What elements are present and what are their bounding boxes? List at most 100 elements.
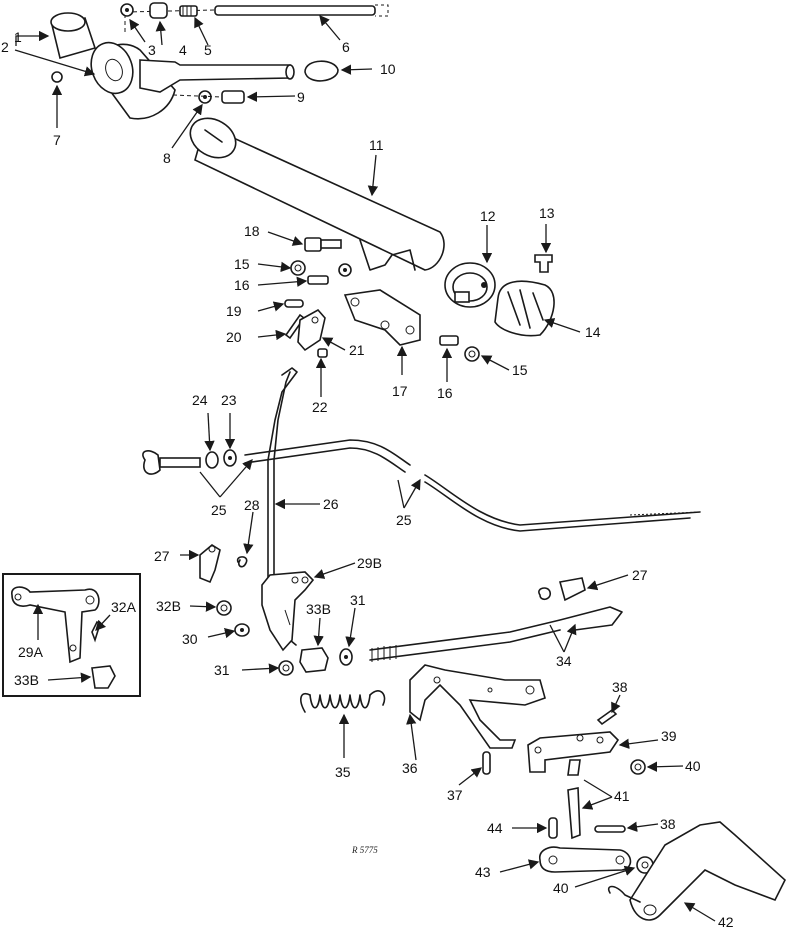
part-bellcrank-29b: [261, 571, 315, 652]
callout-30: 30: [182, 631, 198, 647]
callout-12: 12: [480, 208, 496, 224]
callout-16a: 16: [234, 277, 250, 293]
part-pedal-42: [607, 821, 786, 921]
callout-38a: 38: [612, 679, 628, 695]
callout-5: 5: [204, 42, 212, 58]
callout-29b: 29B: [357, 555, 382, 571]
part-nut-23: [223, 449, 237, 467]
callout-33b-main: 33B: [306, 601, 331, 617]
callout-32a: 32A: [111, 599, 137, 615]
callout-21: 21: [349, 342, 365, 358]
callout-37: 37: [447, 787, 463, 803]
callout-32b: 32B: [156, 598, 181, 614]
part-nut-8: [198, 90, 212, 104]
callout-27b: 27: [632, 567, 648, 583]
callout-4: 4: [179, 42, 187, 58]
callout-10: 10: [380, 61, 396, 77]
part-clip-27b: [538, 577, 586, 602]
part-pin-38a: [596, 708, 618, 726]
part-spring-35: [300, 690, 386, 713]
callout-43: 43: [475, 864, 491, 880]
callout-29a: 29A: [18, 644, 44, 660]
part-bolt-18: [304, 237, 342, 252]
part-bushing-1: [50, 12, 97, 59]
callout-26: 26: [323, 496, 339, 512]
callout-31b: 31: [214, 662, 230, 678]
callout-24: 24: [192, 392, 208, 408]
part-nut-31a: [278, 660, 294, 676]
inset-detail-box: [2, 573, 141, 697]
part-spring-28: [236, 556, 248, 568]
callout-31a: 31: [350, 592, 366, 608]
callout-7: 7: [53, 132, 61, 148]
callout-33b-inset: 33B: [14, 672, 39, 688]
callout-16b: 16: [437, 385, 453, 401]
callout-20: 20: [226, 329, 242, 345]
callout-8: 8: [163, 150, 171, 166]
part-nut-32b: [216, 600, 232, 616]
callout-27a: 27: [154, 548, 170, 564]
callout-40a: 40: [685, 758, 701, 774]
callout-22: 22: [312, 399, 328, 415]
part-screw-16b: [439, 335, 459, 346]
callout-42: 42: [718, 914, 734, 930]
callout-41: 41: [614, 788, 630, 804]
callout-39: 39: [661, 728, 677, 744]
part-knob-25: [142, 450, 201, 475]
part-lever-arm: [139, 59, 295, 93]
part-ball-7: [51, 71, 63, 83]
callout-6: 6: [342, 39, 350, 55]
part-link-43: [539, 846, 632, 873]
part-bushing-4: [149, 2, 168, 19]
part-link-41: [567, 759, 581, 840]
callout-18: 18: [244, 223, 260, 239]
part-bracket-39: [527, 731, 620, 773]
part-clevis-21: [297, 308, 326, 352]
part-screw-13: [534, 254, 553, 273]
callout-labels: 1 2 3 4 5 6 7 8 9 10 11 12 13 14 15 15 1…: [1, 29, 734, 930]
part-rod-34: [369, 606, 623, 662]
part-block-33b: [299, 647, 329, 673]
callout-13: 13: [539, 205, 555, 221]
callout-19: 19: [226, 303, 242, 319]
part-pin-19: [284, 299, 304, 308]
part-small-3: [120, 3, 134, 17]
callout-9: 9: [297, 89, 305, 105]
part-housing-2: [90, 41, 176, 120]
callout-28: 28: [244, 497, 260, 513]
part-clamp-12: [444, 262, 496, 308]
callout-40b: 40: [553, 880, 569, 896]
callout-15a: 15: [234, 256, 250, 272]
part-washer-24: [205, 451, 219, 469]
callout-35: 35: [335, 764, 351, 780]
callout-15b: 15: [512, 362, 528, 378]
callout-14: 14: [585, 324, 601, 340]
part-pin-37: [482, 751, 491, 775]
part-lever-36: [409, 664, 546, 749]
callout-17: 17: [392, 383, 408, 399]
part-cable-25: [244, 439, 701, 532]
callout-23: 23: [221, 392, 237, 408]
part-pin-44: [548, 817, 558, 839]
part-nut-15a: [290, 260, 306, 276]
callout-1: 1: [14, 29, 22, 45]
callout-44: 44: [487, 820, 503, 836]
part-bolt-9: [172, 90, 245, 104]
part-nut-center: [338, 263, 352, 277]
callout-3: 3: [148, 42, 156, 58]
callout-11: 11: [369, 137, 384, 153]
part-tube-11: [189, 117, 445, 271]
callout-36: 36: [402, 760, 418, 776]
figure-reference-code: R 5775: [351, 845, 378, 855]
part-boot-14: [494, 280, 555, 337]
callout-25a: 25: [211, 502, 227, 518]
part-pin-22: [317, 348, 328, 358]
part-nut-31b: [339, 648, 353, 666]
part-washer-30: [234, 623, 250, 637]
part-nut-40a: [630, 759, 646, 775]
part-nut-15b: [464, 346, 480, 362]
callout-25b: 25: [396, 512, 412, 528]
callout-2: 2: [1, 39, 9, 55]
